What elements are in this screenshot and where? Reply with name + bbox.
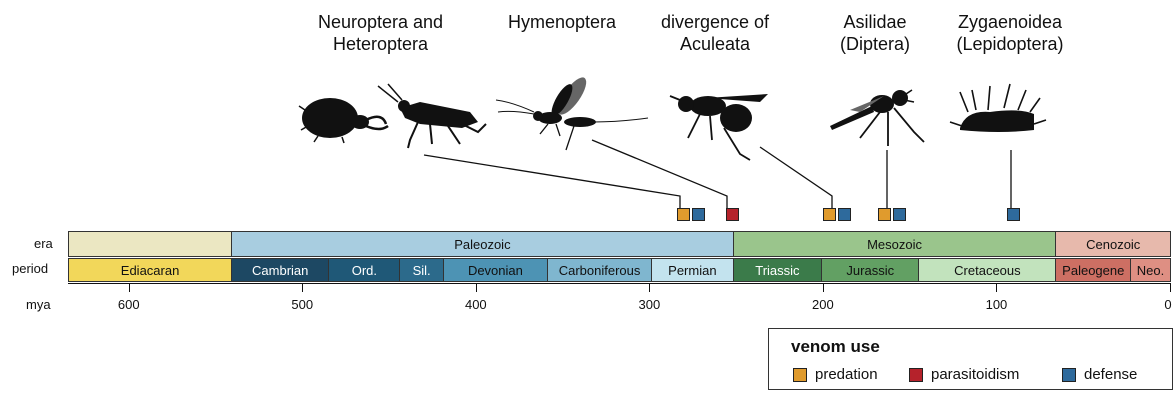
axis-tick [1170, 283, 1171, 292]
period-permian: Permian [651, 258, 734, 282]
connector-neuroptera [424, 155, 680, 208]
legend-swatch-predation [793, 368, 807, 382]
period-paleogene: Paleogene [1055, 258, 1131, 282]
axis-tick [302, 283, 303, 292]
axis-tick-label: 300 [639, 297, 661, 312]
marker-parasitoidism [726, 208, 739, 221]
period-ord: Ord. [328, 258, 400, 282]
period-cambrian: Cambrian [231, 258, 329, 282]
parasitoid-wasp-icon [496, 73, 648, 150]
period-jurassic: Jurassic [821, 258, 919, 282]
connector-hymenoptera [592, 140, 727, 208]
legend-label-parasitoidism: parasitoidism [931, 366, 1019, 383]
period-ediacaran: Ediacaran [68, 258, 232, 282]
marker-predation [823, 208, 836, 221]
marker-predation [677, 208, 690, 221]
period-triassic: Triassic [733, 258, 823, 282]
period-devonian: Devonian [443, 258, 548, 282]
axis-tick [476, 283, 477, 292]
marker-predation [878, 208, 891, 221]
legend-swatch-parasitoidism [909, 368, 923, 382]
period-cretaceous: Cretaceous [918, 258, 1056, 282]
axis-tick-label: 500 [291, 297, 313, 312]
era-paleozoic: Paleozoic [231, 231, 734, 257]
marker-defense [692, 208, 705, 221]
row-label-mya: mya [26, 297, 51, 312]
antlion-larva-icon [299, 98, 388, 143]
axis-line [68, 283, 1171, 284]
era-cenozoic: Cenozoic [1055, 231, 1171, 257]
era-mesozoic: Mesozoic [733, 231, 1057, 257]
marker-defense [1007, 208, 1020, 221]
axis-tick-label: 600 [118, 297, 140, 312]
aculeate-wasp-icon [670, 94, 768, 160]
era-precambrian [68, 231, 232, 257]
axis-tick-label: 0 [1164, 297, 1171, 312]
robber-fly-icon [830, 90, 924, 146]
heteroptera-bug-icon [378, 84, 486, 148]
marker-defense [893, 208, 906, 221]
axis-tick-label: 400 [465, 297, 487, 312]
connector-aculeata [760, 147, 832, 208]
axis-tick [823, 283, 824, 292]
axis-tick-label: 200 [812, 297, 834, 312]
legend-label-defense: defense [1084, 366, 1137, 383]
caterpillar-icon [950, 84, 1046, 132]
axis-tick [129, 283, 130, 292]
axis-tick-label: 100 [986, 297, 1008, 312]
row-label-period: period [12, 261, 48, 276]
axis-tick [996, 283, 997, 292]
legend-title: venom use [791, 337, 880, 357]
period-sil: Sil. [399, 258, 443, 282]
axis-tick [649, 283, 650, 292]
period-carboniferous: Carboniferous [547, 258, 652, 282]
period-neo: Neo. [1130, 258, 1171, 282]
row-label-era: era [34, 236, 53, 251]
legend-label-predation: predation [815, 366, 878, 383]
marker-defense [838, 208, 851, 221]
legend: venom use predation parasitoidism defens… [768, 328, 1173, 390]
legend-swatch-defense [1062, 368, 1076, 382]
insect-silhouettes [0, 0, 1176, 230]
